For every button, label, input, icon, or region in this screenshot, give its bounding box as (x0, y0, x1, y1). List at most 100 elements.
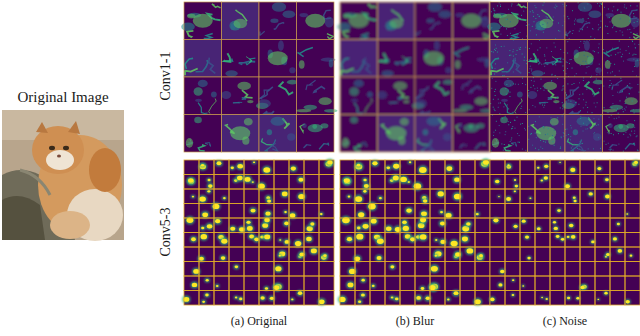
map-detail (621, 56, 622, 57)
activation-blob (393, 175, 399, 180)
map-detail (588, 10, 601, 18)
map-detail (531, 43, 532, 44)
map-detail (185, 58, 193, 69)
map-detail (544, 66, 545, 67)
map-detail (341, 69, 354, 76)
map-detail (518, 84, 519, 85)
map-detail (543, 175, 549, 180)
grid-line (415, 160, 430, 175)
map-detail (584, 7, 585, 8)
map-detail (543, 126, 544, 127)
map-detail (544, 105, 545, 106)
map-detail (385, 225, 393, 232)
grid-line (259, 40, 297, 78)
map-detail (505, 88, 506, 89)
map-detail (603, 49, 604, 50)
grid-line (385, 175, 400, 190)
grid-line (229, 160, 244, 175)
map-detail (191, 195, 196, 199)
subfigure-caption: (b) Blur (396, 315, 434, 328)
activation-blob (605, 195, 610, 199)
map-detail (526, 60, 527, 61)
map-detail (494, 110, 495, 111)
map-detail (324, 109, 337, 112)
map-detail (419, 216, 428, 224)
map-detail (572, 33, 573, 34)
map-detail (562, 86, 563, 87)
map-detail (613, 6, 614, 7)
map-detail (572, 146, 573, 147)
map-detail (615, 54, 616, 55)
map-detail (618, 113, 619, 114)
grid-line (625, 175, 640, 190)
map-detail (623, 134, 624, 135)
grid-line (229, 276, 244, 291)
map-detail (523, 6, 524, 7)
map-detail (609, 87, 610, 88)
activation-blob (357, 164, 360, 167)
map-detail (511, 278, 515, 282)
map-detail (194, 117, 202, 123)
map-detail (502, 75, 503, 76)
map-detail (522, 149, 523, 150)
map-detail (566, 94, 567, 95)
map-detail (491, 27, 492, 28)
activation-blob (498, 196, 500, 197)
map-detail (596, 74, 597, 75)
activation-blob (506, 197, 511, 201)
activation-blob (285, 240, 290, 244)
map-detail (196, 60, 208, 72)
grid-line (475, 189, 490, 204)
activation-blob (462, 237, 468, 242)
map-detail (491, 11, 492, 12)
map-detail (599, 74, 600, 75)
map-detail (310, 247, 318, 255)
map-detail (593, 133, 601, 140)
map-detail (443, 133, 451, 140)
activation-blob (446, 213, 452, 218)
map-detail (517, 91, 523, 97)
grid-line (378, 40, 416, 78)
map-detail (514, 184, 519, 189)
map-detail (569, 167, 576, 173)
map-detail (518, 4, 527, 8)
activation-blob (237, 176, 243, 181)
map-detail (513, 49, 514, 50)
map-detail (578, 143, 584, 151)
map-detail (515, 60, 516, 61)
activation-blob (291, 298, 293, 300)
grid-line (505, 276, 520, 291)
activation-blob (215, 219, 220, 223)
activation-blob (576, 297, 579, 299)
map-detail (624, 4, 625, 5)
map-detail (327, 34, 333, 39)
feature-map (222, 77, 260, 115)
map-detail (512, 126, 513, 127)
grid-line (244, 204, 259, 219)
feature-map (259, 115, 297, 153)
map-detail (626, 107, 627, 108)
map-detail (299, 60, 305, 68)
map-detail (573, 129, 578, 135)
grid-line (184, 291, 199, 306)
map-detail (491, 88, 492, 89)
grid-line (274, 204, 289, 219)
grid-line (490, 2, 528, 40)
map-detail (610, 80, 611, 81)
map-detail (506, 163, 510, 167)
map-detail (613, 150, 614, 151)
map-detail (616, 222, 621, 226)
map-detail (598, 52, 599, 53)
grid-line (595, 189, 610, 204)
map-detail (555, 8, 556, 9)
map-detail (430, 264, 440, 273)
activation-blob (264, 234, 270, 239)
map-detail (244, 118, 253, 126)
map-detail (637, 9, 638, 10)
map-detail (521, 219, 527, 224)
map-detail (560, 148, 561, 149)
grid-line (490, 160, 505, 175)
map-detail (573, 105, 574, 106)
map-detail (473, 298, 482, 306)
map-detail (495, 89, 496, 90)
